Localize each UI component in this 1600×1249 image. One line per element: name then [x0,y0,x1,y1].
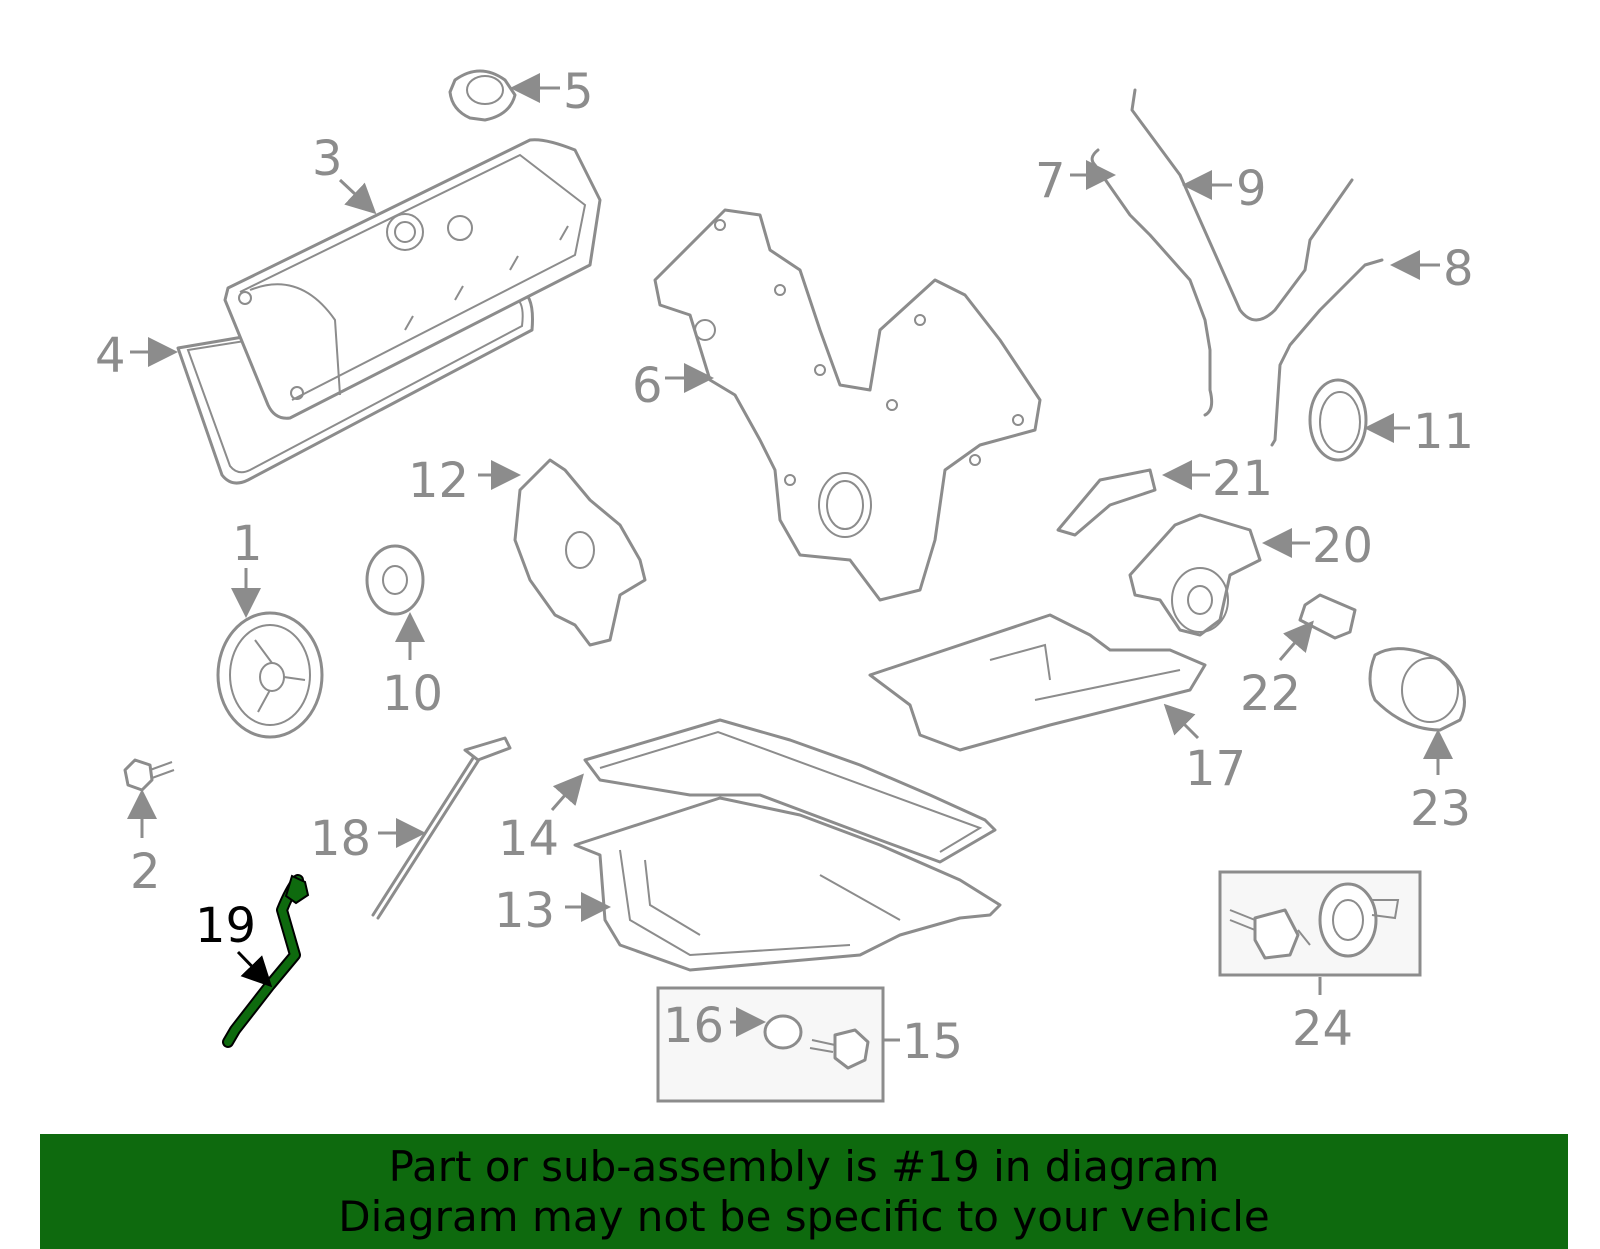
callout-14[interactable]: 14 [498,811,559,867]
callout-10[interactable]: 10 [382,666,443,722]
callout-21[interactable]: 21 [1212,451,1273,507]
banner-line-part: Part or sub-assembly is #19 in diagram [388,1142,1220,1191]
callout-19[interactable]: 19 [195,898,256,954]
callout-2[interactable]: 2 [130,844,161,900]
part-3-valve-cover [223,138,602,420]
part-18-dipstick [371,736,512,920]
part-14-oil-pan-gasket [583,718,997,864]
part-1-pulley [216,611,324,739]
part-15-16-box [656,986,885,1103]
part-22-adapter [1298,593,1357,640]
part-2-bolt [123,758,175,792]
part-9-gasket [1130,88,1354,322]
callout-7[interactable]: 7 [1035,153,1066,209]
callout-4[interactable]: 4 [95,328,126,384]
part-12-water-pump [513,458,647,647]
part-23-oil-filter [1368,647,1466,732]
part-8-gasket [1270,258,1384,447]
part-17-windage-tray [868,613,1207,752]
callout-9[interactable]: 9 [1236,161,1267,217]
callout-18[interactable]: 18 [310,811,371,867]
part-6-timing-cover [653,208,1042,602]
callout-6[interactable]: 6 [632,358,663,414]
leader-lines [127,73,1453,1042]
callout-8[interactable]: 8 [1443,241,1474,297]
parts-diagram: 1 2 3 4 5 6 7 8 9 10 11 12 13 14 15 16 1… [95,64,1474,1103]
part-24-box [1218,870,1422,977]
callout-12[interactable]: 12 [408,453,469,509]
callout-labels: 1 2 3 4 5 6 7 8 9 10 11 12 13 14 15 16 1… [95,64,1474,1070]
callout-24[interactable]: 24 [1292,1001,1353,1057]
part-11-seal [1308,378,1368,462]
part-13-oil-pan [573,796,1002,972]
part-5-oil-cap [448,69,517,122]
part-20-tensioner [1128,513,1262,637]
part-10-seal [365,544,425,616]
callout-22[interactable]: 22 [1240,666,1301,722]
callout-20[interactable]: 20 [1312,518,1373,574]
part-19-dipstick-tube [222,874,310,1048]
callout-13[interactable]: 13 [494,883,555,939]
callout-16[interactable]: 16 [663,998,724,1054]
callout-3[interactable]: 3 [312,131,343,187]
callout-23[interactable]: 23 [1410,781,1471,837]
part-21-bracket [1056,468,1157,537]
part-7-gasket [1090,148,1214,417]
callout-11[interactable]: 11 [1413,404,1474,460]
callout-15[interactable]: 15 [902,1014,963,1070]
banner-line-disclaimer: Diagram may not be specific to your vehi… [338,1192,1270,1241]
info-banner: Part or sub-assembly is #19 in diagram D… [40,1134,1568,1249]
callout-5[interactable]: 5 [563,64,594,120]
callout-1[interactable]: 1 [232,516,263,572]
callout-17[interactable]: 17 [1185,741,1246,797]
